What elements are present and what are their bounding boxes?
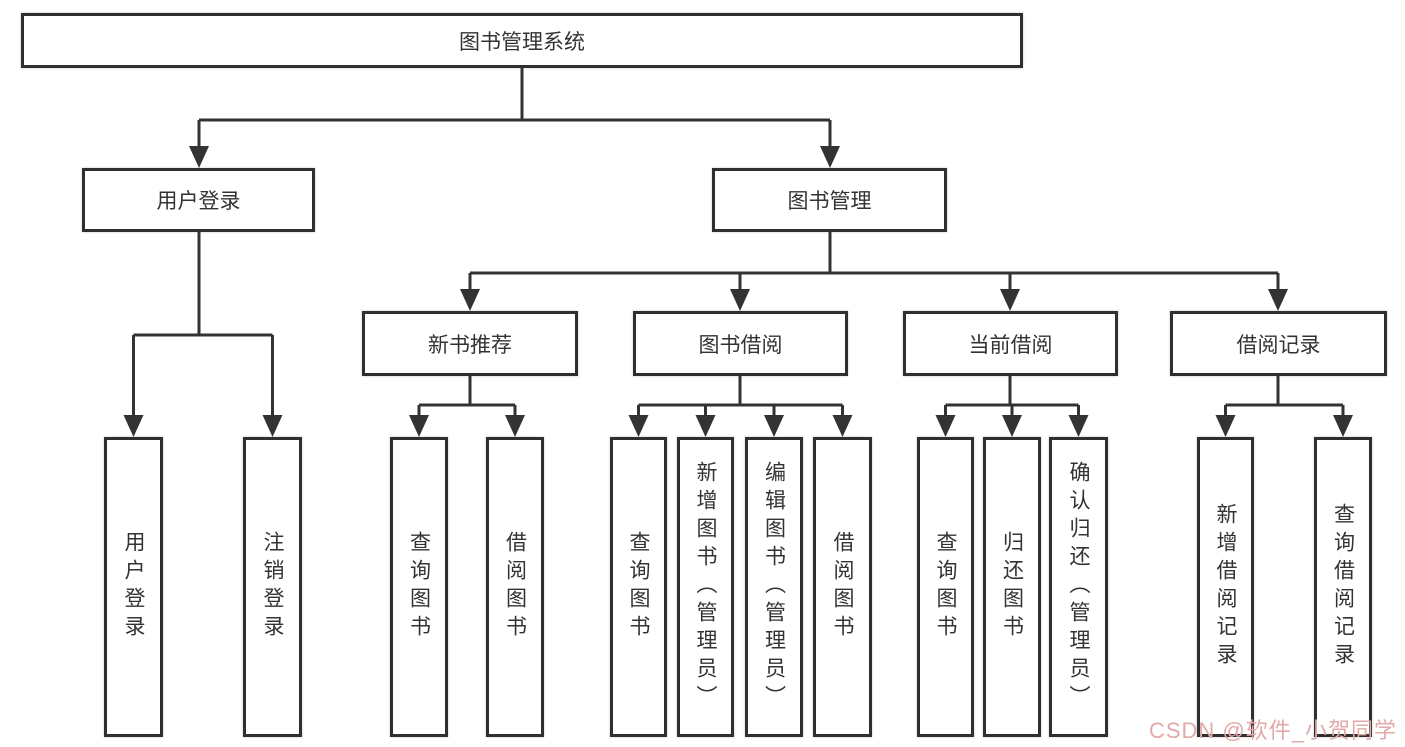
leaf-borrow-borrow: 借阅图书: [813, 437, 872, 737]
node-book-borrow-label: 图书借阅: [698, 333, 783, 357]
leaf-borrow-edit-admin: 编辑图书（管理员）: [745, 437, 803, 737]
node-root-label: 图书管理系统: [459, 30, 585, 54]
csdn-watermark: CSDN @软件_小贺同学: [1148, 718, 1397, 743]
leaf-newbook-borrow: 借阅图书: [486, 437, 544, 737]
leaf-current-return: 归还图书: [983, 437, 1041, 737]
leaf-newbook-query: 查询图书: [390, 437, 448, 737]
node-book-management-label: 图书管理: [787, 190, 872, 213]
leaf-borrow-query: 查询图书: [610, 437, 667, 737]
node-root: 图书管理系统: [21, 13, 1023, 68]
node-borrow-records: 借阅记录: [1170, 311, 1387, 376]
node-book-borrow: 图书借阅: [633, 311, 848, 376]
leaf-logout: 注销登录: [243, 437, 302, 737]
leaf-current-confirm-admin: 确认归还（管理员）: [1049, 437, 1108, 737]
node-new-book-recommend: 新书推荐: [362, 311, 578, 376]
leaf-current-query: 查询图书: [917, 437, 974, 737]
leaf-records-query: 查询借阅记录: [1314, 437, 1372, 737]
node-current-borrow: 当前借阅: [903, 311, 1118, 376]
node-user-login-label: 用户登录: [156, 190, 241, 213]
node-new-book-recommend-label: 新书推荐: [428, 333, 512, 357]
node-book-management: 图书管理: [712, 168, 947, 232]
leaf-records-add: 新增借阅记录: [1197, 437, 1254, 737]
node-borrow-records-label: 借阅记录: [1236, 333, 1321, 357]
leaf-user-login: 用户登录: [104, 437, 163, 737]
node-current-borrow-label: 当前借阅: [968, 333, 1053, 357]
leaf-borrow-add-admin: 新增图书（管理员）: [677, 437, 734, 737]
arrowheads: [123, 146, 1353, 437]
node-user-login: 用户登录: [82, 168, 315, 232]
